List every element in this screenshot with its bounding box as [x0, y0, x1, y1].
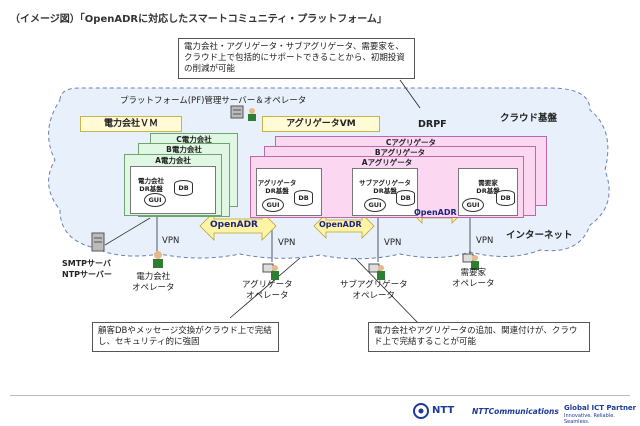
consumer-dr-label: 需要家 DR基盤 [476, 179, 500, 195]
aggregator-stack-a-label: Aアグリゲータ [361, 158, 413, 167]
openadr-label-2: OpenADR [319, 220, 362, 229]
cloud-base-label: クラウド基盤 [500, 113, 558, 124]
utility-dr-box: 電力会社 DR基盤 [130, 166, 216, 214]
subaggregator-db: DB [396, 190, 415, 206]
utility-dr-label: 電力会社 DR基盤 [138, 177, 164, 193]
partner-logo-text: Global ICT Partner [564, 404, 637, 412]
openadr-arrow-2 [313, 213, 375, 239]
utility-operator-label: 電力会社 オペレータ [132, 272, 175, 293]
pf-server-icon [230, 104, 244, 119]
aggregator-dr-label: アグリゲータ DR基盤 [257, 179, 297, 195]
consumer-db: DB [496, 190, 515, 206]
openadr-label-1: OpenADR [210, 220, 258, 230]
aggregator-operator-label: アグリゲータ オペレータ [242, 280, 293, 301]
utility-stack-b-label: B電力会社 [166, 145, 202, 154]
callout-line-bottom-right [354, 257, 421, 326]
subaggregator-operator-icon [368, 262, 386, 280]
consumer-operator-label: 需要家 オペレータ [452, 268, 495, 289]
consumer-gui: GUI [462, 198, 484, 212]
utility-stack-c-label: C電力会社 [176, 135, 212, 144]
subaggregator-gui: GUI [364, 198, 386, 212]
ntt-logo-icon [413, 403, 429, 419]
pf-server-label: プラットフォーム(PF)管理サーバー＆オペレータ [120, 96, 307, 106]
aggregator-db: DB [294, 190, 313, 206]
aggregator-stack-b-label: Bアグリゲータ [374, 148, 426, 157]
consumer-operator-icon [462, 252, 480, 270]
callout-line-bottom-left [229, 257, 301, 319]
vpn-label-subaggregator: VPN [384, 238, 402, 248]
partner-tagline: Innovative. Reliable. Seamless. [564, 413, 615, 425]
vpn-label-utility: VPN [162, 236, 180, 246]
note-top: 電力会社・アグリゲータ・サブアグリゲータ、需要家を、クラウド上で包括的にサポート… [178, 38, 415, 79]
utility-vm: 電力会社ＶＭ [80, 116, 182, 132]
utility-gui: GUI [144, 193, 166, 207]
nttcom-logo-text: NTTCommunications [472, 407, 559, 416]
utility-operator-icon [150, 250, 166, 268]
smtp-server-icon [90, 232, 106, 252]
note-bottom-right: 電力会社やアグリゲータの追加、関連付けが、クラウド上で完結することが可能 [368, 322, 590, 352]
utility-stack-a-label: A電力会社 [155, 156, 191, 165]
aggregator-gui: GUI [262, 198, 284, 212]
aggregator-stack-c-label: Cアグリゲータ [385, 138, 437, 147]
footer-divider [10, 395, 630, 396]
ntt-logo-text: NTT [432, 405, 455, 416]
line-smtp [104, 217, 151, 246]
utility-db: DB [174, 180, 193, 196]
vpn-label-consumer: VPN [476, 236, 494, 246]
vpn-label-aggregator: VPN [278, 238, 296, 248]
smtp-label: SMTPサーバ NTPサーバー [62, 259, 112, 279]
internet-label: インターネット [506, 230, 573, 241]
aggregator-vm: アグリゲータVM [262, 116, 380, 132]
pf-operator-icon [246, 106, 258, 121]
subaggregator-dr-label: サブアグリゲータ DR基盤 [359, 179, 411, 195]
openadr-label-3: OpenADR [414, 208, 457, 217]
note-bottom-left: 顧客DBやメッセージ交換がクラウド上で完結し、セキュリティ的に強固 [92, 322, 279, 352]
aggregator-operator-icon [262, 262, 280, 280]
subaggregator-operator-label: サブアグリゲータ オペレータ [340, 280, 408, 301]
callout-line-top [399, 79, 421, 109]
page-title: （イメージ図）「OpenADRに対応したスマートコミュニティ・プラットフォーム」 [10, 14, 387, 25]
drpf-label: DRPF [418, 119, 447, 130]
